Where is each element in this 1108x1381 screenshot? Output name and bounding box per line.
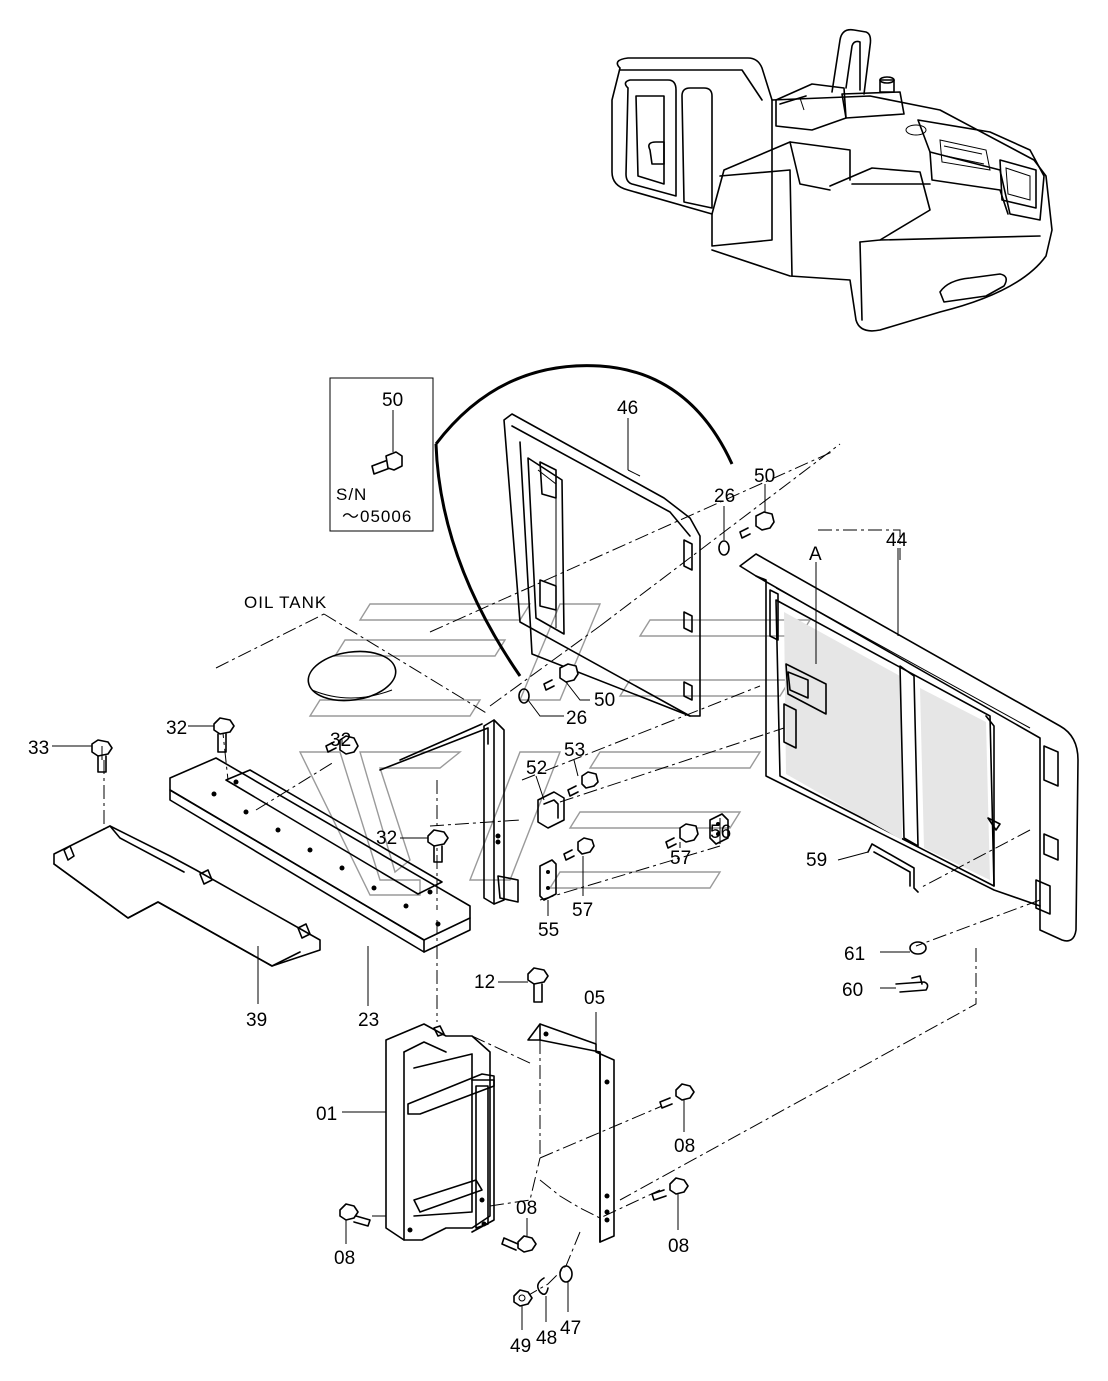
bolt-12-icon: [527, 967, 549, 1003]
leader-dash-p: [519, 1231, 581, 1301]
bracket-23: [169, 757, 471, 953]
callout-48: 48: [536, 1328, 557, 1349]
callout-32c: 32: [376, 828, 397, 849]
leader-dash-k: [471, 1035, 533, 1065]
callout-61: 61: [844, 944, 865, 965]
bolt-50b-icon: [543, 663, 579, 691]
callout-08b: 08: [668, 1236, 689, 1257]
inset-box: 50 S/N ～05006: [329, 377, 434, 532]
leader-dash-o: [539, 1179, 661, 1219]
hinge-stay: [483, 719, 519, 905]
callout-56: 56: [710, 822, 731, 843]
bolt-32c-icon: [427, 829, 449, 863]
leader-dash-b: [521, 685, 761, 781]
washer-48-icon: [536, 1277, 549, 1296]
callout-47: 47: [560, 1318, 581, 1339]
washer-47-icon: [559, 1265, 573, 1283]
bolt-08c-icon: [339, 1203, 371, 1227]
washer-61-icon: [909, 941, 927, 955]
bolt-32b-icon: [325, 735, 359, 755]
inset-leader-curve-2: [434, 443, 522, 677]
callout-05: 05: [584, 988, 605, 1009]
callout-08d: 08: [516, 1198, 537, 1219]
inset-sn-label: S/N: [336, 485, 367, 504]
inset-bolt-icon: [371, 410, 403, 475]
callout-57b: 57: [572, 900, 593, 921]
plate-52-icon: [537, 791, 565, 829]
leader-lines: [52, 418, 910, 1330]
callout-A: A: [809, 544, 822, 565]
bolt-08d-icon: [501, 1235, 537, 1253]
leader-dash-c: [559, 727, 785, 803]
pin-60-icon: [895, 975, 929, 993]
leader-dash-h: [619, 948, 977, 1201]
cover-39: [53, 825, 321, 967]
callout-46: 46: [617, 398, 638, 419]
door-panel-44: [739, 553, 1079, 947]
leader-dash-a: [599, 443, 841, 627]
bolt-08a-icon: [659, 1083, 695, 1109]
leader-dash-m: [539, 1105, 663, 1159]
nut-49-icon: [513, 1289, 533, 1307]
leader-dash-g: [818, 529, 901, 560]
side-panel-46: [489, 413, 701, 717]
bolt-53-icon: [567, 771, 599, 797]
callout-50b: 50: [594, 690, 615, 711]
bolt-08b-icon: [651, 1177, 689, 1201]
washer-26b-icon: [518, 688, 530, 704]
callout-59: 59: [806, 850, 827, 871]
watermark-logo: [298, 603, 812, 896]
excavator-overview: [611, 28, 1053, 332]
plate-56-icon: [709, 813, 729, 845]
leader-dash-l: [489, 1157, 541, 1207]
leader-dash-e: [429, 819, 521, 827]
leader-dash-t: [255, 761, 335, 811]
callout-57a: 57: [670, 848, 691, 869]
callout-08a: 08: [674, 1136, 695, 1157]
frame-01: [385, 1023, 495, 1241]
inset-sn-range: ～05006: [342, 507, 412, 526]
bracket-05: [527, 1023, 615, 1243]
callout-60: 60: [842, 980, 863, 1001]
bolt-32a-icon: [213, 717, 235, 753]
rod-59-icon: [867, 843, 919, 893]
callout-32b: 32: [330, 730, 351, 751]
inset-leader-curve: [434, 364, 734, 465]
bolt-57a-icon: [563, 837, 595, 861]
callout-39: 39: [246, 1010, 267, 1031]
leader-dash-f: [539, 845, 721, 901]
oil-tank: OIL TANK: [215, 593, 489, 771]
callout-50a: 50: [754, 466, 775, 487]
callout-52: 52: [526, 758, 547, 779]
callout-32a: 32: [166, 718, 187, 739]
callout-53: 53: [564, 740, 585, 761]
label-oil-tank: OIL TANK: [244, 593, 327, 612]
callout-01: 01: [316, 1104, 337, 1125]
callout-26b: 26: [566, 708, 587, 729]
callout-23: 23: [358, 1010, 379, 1031]
callout-33: 33: [28, 738, 49, 759]
callout-50-inset: 50: [382, 390, 403, 411]
callout-26a: 26: [714, 486, 735, 507]
callout-55: 55: [538, 920, 559, 941]
bolt-50a-icon: [739, 511, 775, 539]
callout-08c: 08: [334, 1248, 355, 1269]
callout-49: 49: [510, 1336, 531, 1357]
washer-26a-icon: [718, 540, 730, 556]
bolt-57b-icon: [665, 823, 699, 849]
callout-44: 44: [886, 530, 908, 551]
leader-dash-d: [429, 451, 833, 633]
callout-12: 12: [474, 972, 495, 993]
plate-55-icon: [539, 859, 557, 901]
